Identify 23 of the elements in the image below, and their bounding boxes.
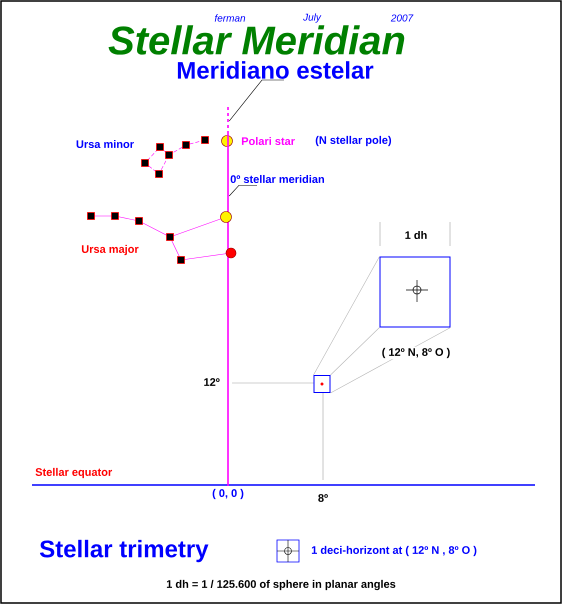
line-label: Stellar equator <box>36 468 112 478</box>
constellation-label: Ursa major <box>82 244 139 256</box>
zoom-box <box>380 256 450 328</box>
coordinate-label: ( 12º N, 8º O ) <box>380 346 452 360</box>
star-label: Polari star <box>242 136 295 146</box>
meridian-label: 0º stellar meridian <box>230 174 324 184</box>
constellation-label: Ursa minor <box>76 140 134 148</box>
axis-label: 8º <box>318 494 328 502</box>
note: 1 dh = 1 / 125.600 of sphere in planar angles <box>166 580 396 590</box>
projection-line <box>330 327 380 376</box>
date-label: July <box>303 13 322 23</box>
marker-box <box>314 375 330 393</box>
dimension-label: 1 dh <box>405 230 427 240</box>
title: Stellar Meridian <box>108 25 404 55</box>
legend-text: 1 deci-horizont at ( 12º N , 8º O ) <box>312 546 476 556</box>
projection-line <box>313 256 380 376</box>
author-name: ferman <box>214 14 246 22</box>
leader-line <box>228 80 284 122</box>
note: (N stellar pole) <box>316 136 392 146</box>
meridian-line <box>227 107 229 486</box>
subtitle: Meridiano estelar <box>178 61 374 79</box>
heading: Stellar trimetry <box>40 540 208 562</box>
date-label: 2007 <box>390 14 414 22</box>
